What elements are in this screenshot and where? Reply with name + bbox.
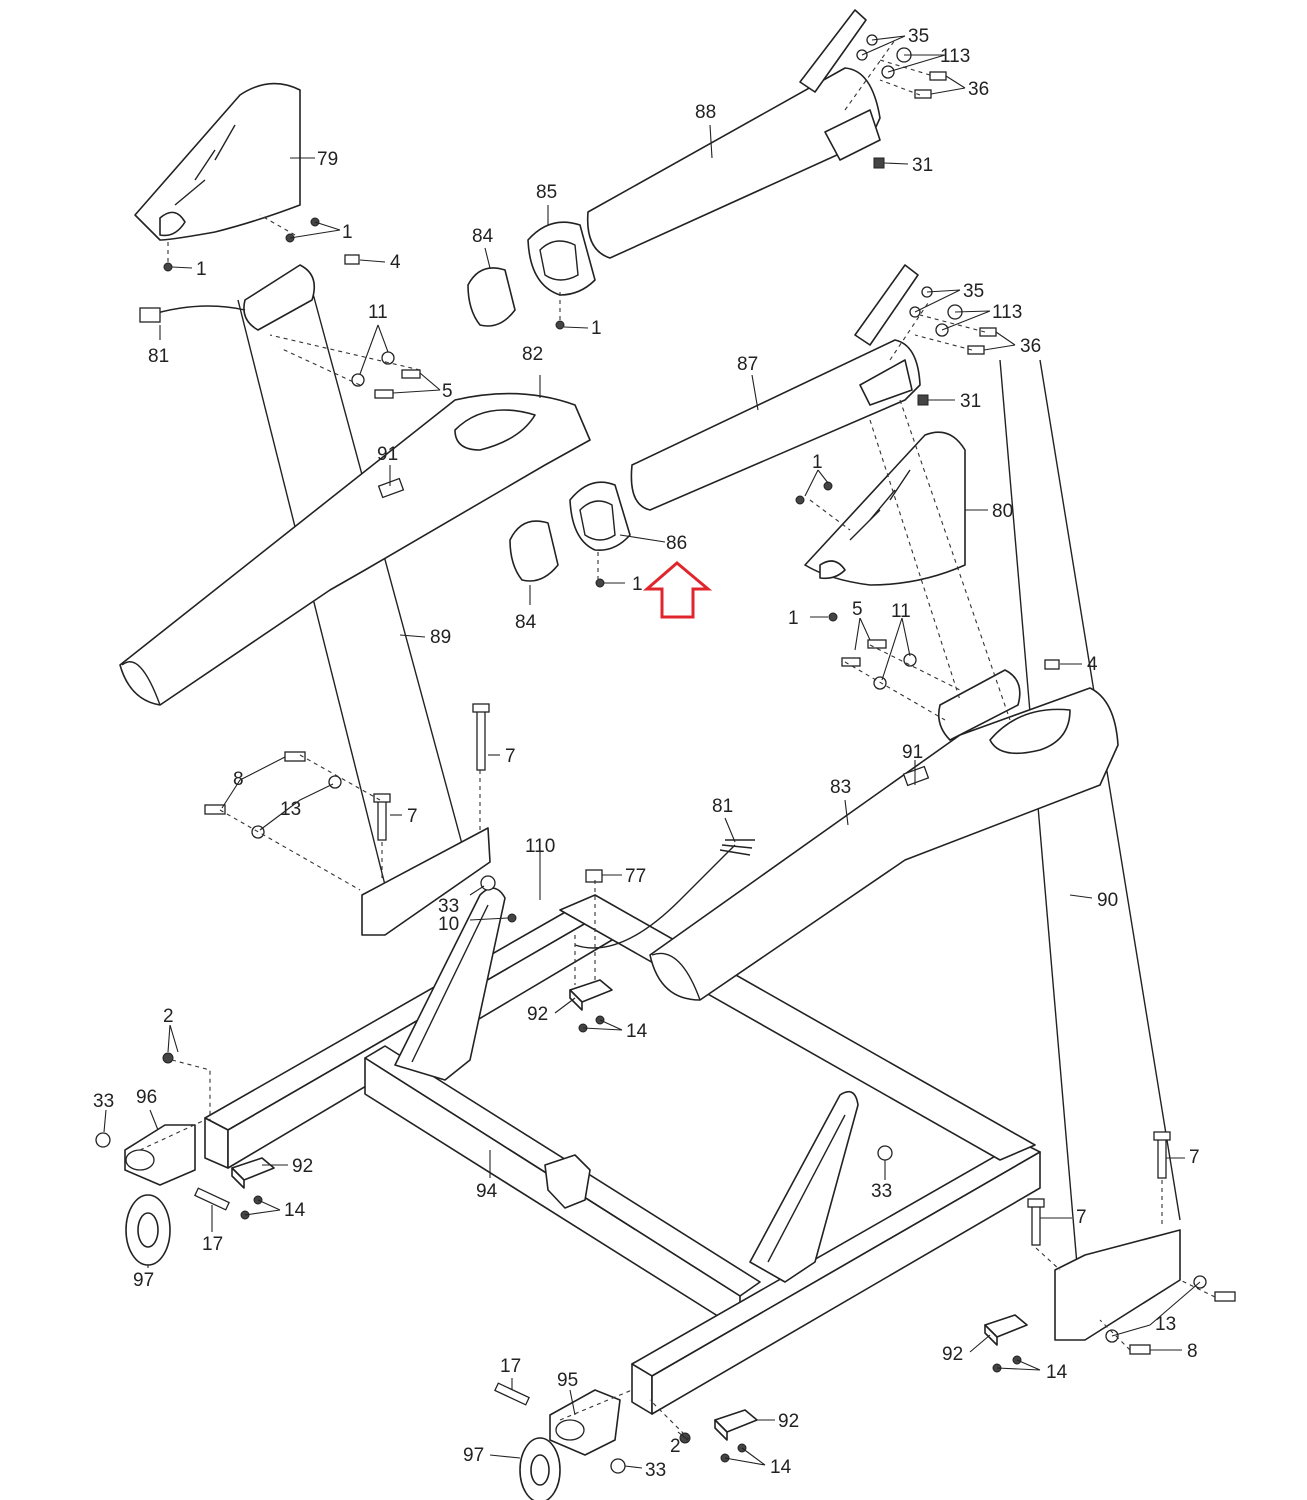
callout-92: 92: [778, 1411, 799, 1432]
callout-33: 33: [93, 1091, 114, 1112]
right-upright-90: [999, 359, 1181, 1341]
callout-7: 7: [1076, 1207, 1087, 1228]
pad-92-a: [569, 979, 613, 1011]
callout-92: 92: [292, 1156, 313, 1177]
callout-14: 14: [284, 1200, 306, 1221]
callout-79: 79: [317, 149, 338, 170]
callout-labels: 79 1 1 4 81 11 5 82 91 89 88 35 113 36 3…: [93, 26, 1200, 1481]
callout-7: 7: [1189, 1147, 1200, 1168]
callout-1: 1: [812, 452, 823, 473]
assembly-guides: [139, 39, 1216, 1441]
leader-lines: [103, 35, 1201, 1469]
callout-94: 94: [476, 1181, 498, 1202]
shroud-80: [804, 431, 966, 586]
callout-31: 31: [912, 155, 933, 176]
grip-86: [569, 481, 631, 552]
grip-end-84-top: [467, 267, 516, 327]
callout-91: 91: [902, 742, 923, 763]
callout-31: 31: [960, 391, 981, 412]
sleeve-left: [243, 264, 316, 331]
fasteners: [95, 34, 1236, 1474]
sleeve-right: [937, 669, 1021, 741]
callout-80: 80: [992, 501, 1013, 522]
callout-17: 17: [500, 1356, 521, 1377]
callout-86: 86: [666, 533, 687, 554]
callout-4: 4: [390, 252, 401, 273]
wheel-97-left: [125, 1194, 171, 1266]
callout-13: 13: [280, 799, 301, 820]
callout-11: 11: [891, 601, 911, 622]
callout-35: 35: [908, 26, 929, 47]
callout-10: 10: [438, 914, 459, 935]
callout-96: 96: [136, 1087, 157, 1108]
callout-113: 113: [940, 46, 970, 67]
base-frame-94: [204, 887, 1041, 1415]
wheel-97-right: [519, 1437, 561, 1500]
callout-110: 110: [525, 836, 555, 857]
callout-14: 14: [770, 1457, 792, 1478]
callout-91: 91: [377, 444, 398, 465]
callout-87: 87: [737, 354, 758, 375]
callout-89: 89: [430, 627, 451, 648]
callout-82: 82: [522, 344, 543, 365]
callout-81: 81: [712, 796, 733, 817]
grip-85: [527, 221, 596, 296]
callout-88: 88: [695, 102, 716, 123]
right-handrail-83: [649, 687, 1119, 1001]
caster-assembly-95: [549, 1389, 621, 1456]
caster-assembly-96: [124, 1124, 196, 1186]
pad-92-c: [984, 1314, 1028, 1346]
callout-97: 97: [133, 1270, 154, 1291]
wire-harness-81-bottom: [574, 839, 755, 949]
callout-14: 14: [1046, 1362, 1068, 1383]
callout-1: 1: [591, 318, 602, 339]
callout-2: 2: [670, 1436, 681, 1457]
callout-33: 33: [871, 1181, 892, 1202]
callout-2: 2: [163, 1006, 174, 1027]
shroud-79: [134, 82, 301, 241]
callout-33: 33: [438, 896, 459, 917]
left-handrail-82: [119, 392, 591, 706]
upper-tube-88: [586, 9, 881, 259]
callout-17: 17: [202, 1234, 223, 1255]
pad-92-d: [714, 1409, 758, 1441]
callout-92: 92: [942, 1344, 963, 1365]
callout-35: 35: [963, 281, 984, 302]
highlight-arrow-icon: [642, 561, 713, 619]
callout-84: 84: [515, 612, 537, 633]
callout-85: 85: [536, 182, 557, 203]
callout-7: 7: [407, 806, 418, 827]
callout-4: 4: [1087, 654, 1098, 675]
callout-8: 8: [1187, 1341, 1198, 1362]
callout-92: 92: [527, 1004, 548, 1025]
callout-14: 14: [626, 1021, 648, 1042]
callout-36: 36: [968, 79, 989, 100]
left-upright-89: [237, 289, 491, 936]
callout-1: 1: [788, 608, 799, 629]
callout-1: 1: [196, 259, 207, 280]
callout-83: 83: [830, 777, 851, 798]
callout-84: 84: [472, 226, 494, 247]
callout-33: 33: [645, 1460, 666, 1481]
callout-77: 77: [625, 866, 646, 887]
callout-1: 1: [632, 574, 643, 595]
callout-8: 8: [233, 769, 244, 790]
callout-13: 13: [1155, 1314, 1176, 1335]
upper-tube-87: [630, 264, 921, 511]
grip-end-84-bottom: [509, 520, 559, 582]
callout-1: 1: [342, 222, 353, 243]
callout-5: 5: [852, 599, 863, 620]
callout-81: 81: [148, 346, 169, 367]
wire-harness-81-top: [139, 305, 246, 323]
callout-36: 36: [1020, 336, 1041, 357]
callout-90: 90: [1097, 890, 1118, 911]
callout-95: 95: [557, 1370, 578, 1391]
callout-7: 7: [505, 746, 516, 767]
pad-92-b: [231, 1157, 275, 1189]
callout-5: 5: [442, 381, 453, 402]
callout-113: 113: [992, 302, 1022, 323]
callout-11: 11: [368, 302, 388, 323]
callout-97: 97: [463, 1445, 484, 1466]
